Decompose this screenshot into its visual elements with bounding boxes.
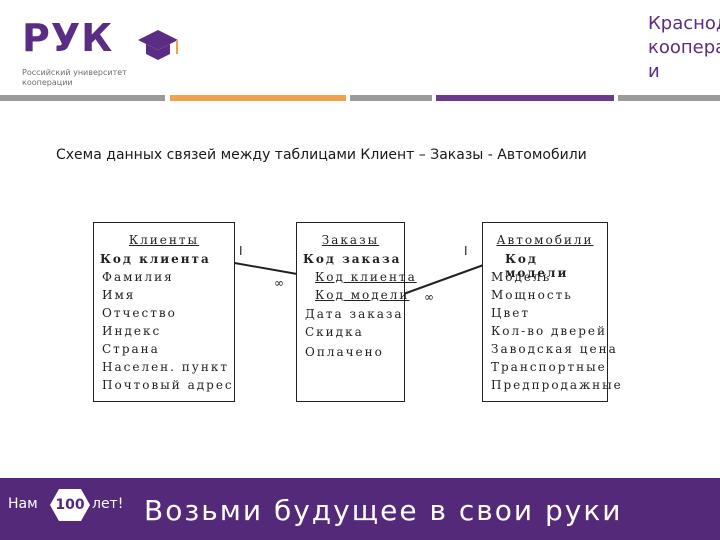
table-clients: Клиенты Код клиента Фамилия Имя Отчество… [93, 222, 235, 402]
anniversary-badge-left: Нам [8, 496, 38, 512]
header-stripe [436, 95, 614, 101]
table-orders: Заказы Код заказа Код клиента Код модели… [296, 222, 415, 402]
graduation-cap-icon [138, 30, 178, 60]
table-field: Дата заказа [305, 307, 404, 321]
relation-many-label: ∞ [424, 290, 434, 304]
slide-title: Схема данных связей между таблицами Клие… [56, 147, 587, 163]
anniversary-hexagon-icon [50, 489, 90, 521]
table-field: Предпродажные [491, 378, 623, 392]
table-field: Мощность [491, 288, 573, 302]
anniversary-badge-right: лет! [92, 496, 124, 512]
table-field: Скидка [305, 325, 364, 339]
table-field: Населен. пункт [102, 360, 229, 374]
footer-bar [0, 478, 720, 540]
footer-slogan: Возьми будущее в свои руки [144, 494, 623, 527]
anniversary-number: 100 [55, 497, 85, 513]
table-name: Заказы [321, 233, 380, 247]
foreign-key-field: Код модели [315, 288, 410, 302]
university-logo: РУК Российский университет кооперации [18, 14, 178, 90]
table-field: Страна [102, 342, 160, 356]
table-field: Имя [102, 288, 136, 302]
table-field: Отчество [102, 306, 177, 320]
table-field: Оплачено [305, 345, 384, 359]
relation-many-label: ∞ [274, 276, 284, 290]
primary-key-field: Код заказа [303, 252, 402, 266]
table-field: Кол-во дверей [491, 324, 608, 338]
header-stripe [0, 95, 165, 101]
table-name: Автомобили [496, 233, 594, 247]
primary-key-field: Код модели [505, 252, 569, 280]
logo-subtitle: Российский университет кооперации [22, 68, 127, 87]
table-name: Клиенты [128, 233, 200, 247]
table-field: Транспортные [491, 360, 607, 374]
relation-one-label: I [464, 244, 468, 258]
table-field: Заводская цена [491, 342, 618, 356]
header-stripe [618, 95, 720, 101]
table-field: Модель [491, 270, 552, 284]
foreign-key-field: Код клиента [315, 270, 417, 284]
table-cars: Автомобили Код модели Модель Мощность Цв… [482, 222, 621, 402]
header-stripe [350, 95, 432, 101]
table-field: Фамилия [102, 270, 174, 284]
table-field: Почтовый адрес [102, 378, 234, 392]
table-field: Индекс [102, 324, 162, 338]
city-text: Краснод коопера и [648, 13, 720, 82]
relation-one-label: I [239, 244, 243, 258]
header-stripe [170, 95, 346, 101]
primary-key-field: Код клиента [100, 252, 211, 266]
table-field: Цвет [491, 306, 530, 320]
logo-text: РУК [22, 16, 114, 60]
